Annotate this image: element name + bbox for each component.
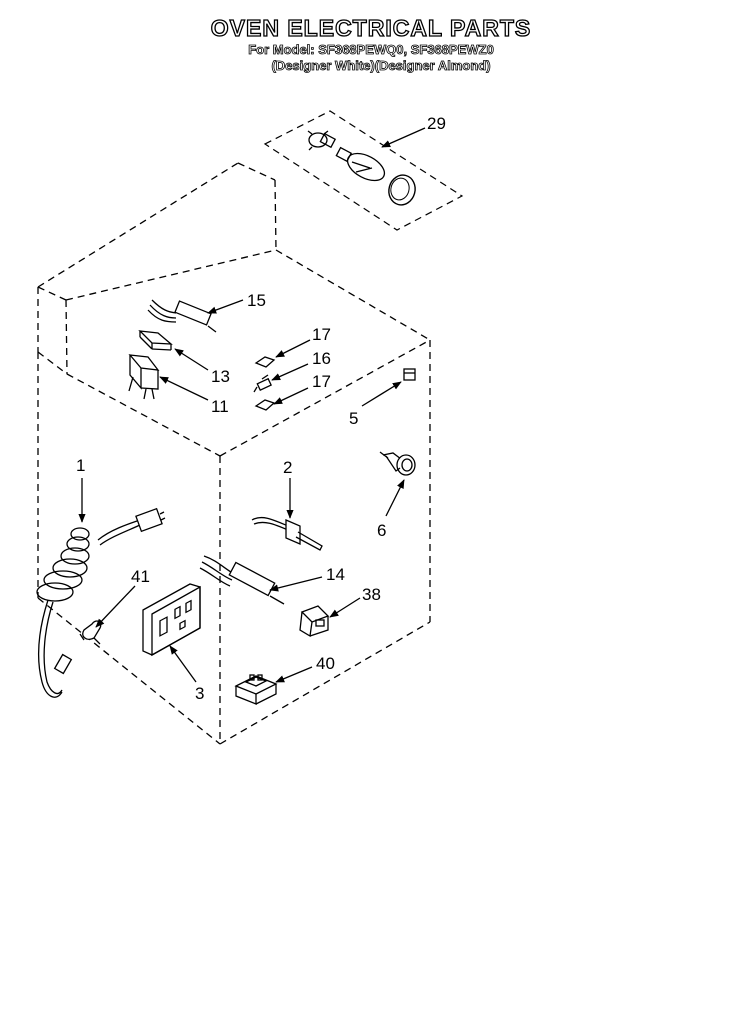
callout-41: 41: [131, 567, 150, 586]
part-38-switch: [299, 605, 330, 638]
callout-5: 5: [349, 409, 358, 428]
callout-labels: 29 15 13 11 17 16 17 5 1 2 6 41 14 38 3 …: [76, 114, 446, 703]
part-11-relay: [128, 354, 160, 400]
part-14-sensor-probe: [199, 555, 285, 605]
color-variants: (Designer White)(Designer Almond): [271, 58, 491, 74]
part-3-receptacle-plate: [142, 583, 201, 657]
part-17-insulator-lower: [254, 399, 276, 411]
part-13-bracket: [138, 330, 173, 351]
callout-38: 38: [362, 585, 381, 604]
light-bulb-icon: [335, 146, 386, 182]
part-5-clip: [403, 368, 416, 381]
part-17-insulator-upper: [254, 356, 276, 368]
callout-14: 14: [326, 565, 345, 584]
callout-17-upper: 17: [312, 325, 331, 344]
callout-29: 29: [427, 114, 446, 133]
part-29-oven-light-assembly: [263, 110, 464, 231]
model-numbers: For Model: SF368PEWQ0, SF368PEWZ0: [248, 42, 494, 58]
light-lens-icon: [388, 174, 416, 206]
callout-2: 2: [283, 458, 292, 477]
callout-1: 1: [76, 456, 85, 475]
diagram-header: OVEN ELECTRICAL PARTS For Model: SF368PE…: [0, 14, 752, 74]
leader-arrows: [78, 127, 426, 683]
callout-15: 15: [247, 291, 266, 310]
light-socket-icon: [307, 130, 337, 151]
cabinet-outline: [37, 162, 431, 745]
page-title: OVEN ELECTRICAL PARTS: [210, 14, 532, 41]
callout-6: 6: [377, 521, 386, 540]
part-15-sensor-probe: [147, 299, 217, 333]
callout-16: 16: [312, 349, 331, 368]
part-2-temperature-sensor: [251, 516, 323, 551]
callout-3: 3: [195, 684, 204, 703]
callout-11: 11: [211, 397, 229, 416]
part-16-thermal-fuse: [253, 374, 272, 393]
part-40-terminal-block: [234, 674, 278, 705]
callout-13: 13: [211, 367, 230, 386]
part-6-indicator-light: [379, 451, 416, 476]
callout-40: 40: [316, 654, 335, 673]
part-1-power-cord: [36, 507, 166, 698]
callout-17-lower: 17: [312, 372, 331, 391]
